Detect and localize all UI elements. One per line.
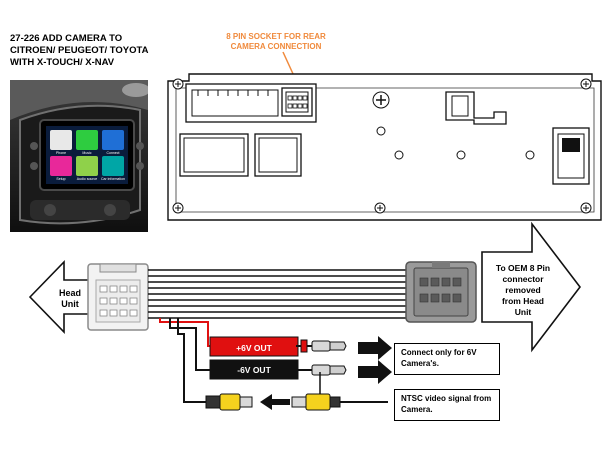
rca-connector-camera	[291, 372, 341, 411]
head-unit-rear-panel	[167, 73, 602, 221]
screw-icon	[374, 202, 386, 214]
ribbon-cable	[148, 269, 410, 319]
oem-label-line-5: Unit	[514, 307, 532, 317]
tile-carinfo-label: Car information	[101, 177, 125, 181]
mount-hole	[394, 150, 404, 160]
screw-icon	[580, 202, 592, 214]
screw-icon	[580, 78, 592, 90]
tile-setup-label: Setup	[56, 177, 65, 181]
spade-terminal-positive	[296, 339, 347, 353]
head-unit-label-line-1: Head	[58, 288, 81, 298]
arrow-right-icon	[358, 336, 392, 360]
arrow-right-icon	[358, 360, 392, 384]
mount-hole	[525, 150, 535, 160]
antenna-connector	[445, 91, 507, 125]
video-note-line-2: Camera.	[401, 405, 433, 414]
mount-hole	[376, 126, 386, 136]
oem-label-line-2: connector	[502, 274, 544, 284]
harness-connector-grey	[405, 261, 477, 323]
lower-connector-left	[179, 133, 249, 177]
screw-icon	[172, 202, 184, 214]
spade-terminal-negative	[296, 364, 347, 376]
dashboard-photo-drawing: Phone Music Connect Setup Audio source C…	[10, 80, 148, 232]
rca-connector-harness	[205, 393, 253, 411]
tile-phone-label: Phone	[56, 151, 66, 155]
mount-hole	[456, 150, 466, 160]
title-line-3: WITH X-TOUCH/ X-NAV	[10, 57, 115, 68]
head-unit-label-line-2: Unit	[61, 299, 79, 309]
camera-power-note-line-2: Camera's.	[401, 359, 439, 368]
camera-power-note-line-1: Connect only for 6V	[401, 348, 477, 357]
positive-voltage-label: +6V OUT	[236, 343, 272, 353]
screw-icon	[372, 91, 390, 109]
title-line-2: CITROEN/ PEUGEOT/ TOYOTA	[10, 45, 149, 56]
dashboard-photo: Phone Music Connect Setup Audio source C…	[10, 80, 148, 232]
diagram-title: 27-226 ADD CAMERA TO CITROEN/ PEUGEOT/ T…	[10, 33, 170, 69]
oem-label-line-4: from Head	[501, 296, 545, 306]
lower-connector-right	[254, 133, 302, 177]
socket-label-line-1: 8 PIN SOCKET FOR REAR	[226, 32, 326, 41]
video-signal-note: NTSC video signal from Camera.	[394, 389, 500, 421]
socket-pointer-line	[282, 51, 295, 77]
harness-connector-white	[87, 263, 149, 331]
tile-music-label: Music	[82, 151, 91, 155]
screw-icon	[172, 78, 184, 90]
eight-pin-socket	[281, 87, 313, 117]
camera-power-note: Connect only for 6V Camera's.	[394, 343, 500, 375]
oem-label-line-1: To OEM 8 Pin	[495, 263, 551, 273]
tile-connect-label: Connect	[106, 151, 119, 155]
arrow-left-icon	[260, 394, 290, 410]
video-wire-left	[177, 318, 206, 403]
socket-label-line-2: CAMERA CONNECTION	[230, 42, 322, 51]
oem-connector-arrow	[481, 221, 582, 353]
oem-connector-label: To OEM 8 Pin connector removed from Head…	[488, 263, 558, 318]
negative-voltage-label: -6V OUT	[237, 365, 271, 375]
oem-label-line-3: removed	[505, 285, 541, 295]
socket-callout-label: 8 PIN SOCKET FOR REAR CAMERA CONNECTION	[214, 32, 338, 52]
tile-audio-label: Audio source	[77, 177, 97, 181]
usb-module	[552, 127, 590, 185]
video-note-line-1: NTSC video signal from	[401, 394, 492, 403]
title-line-1: 27-226 ADD CAMERA TO	[10, 33, 123, 44]
head-unit-label: Head Unit	[40, 288, 100, 310]
